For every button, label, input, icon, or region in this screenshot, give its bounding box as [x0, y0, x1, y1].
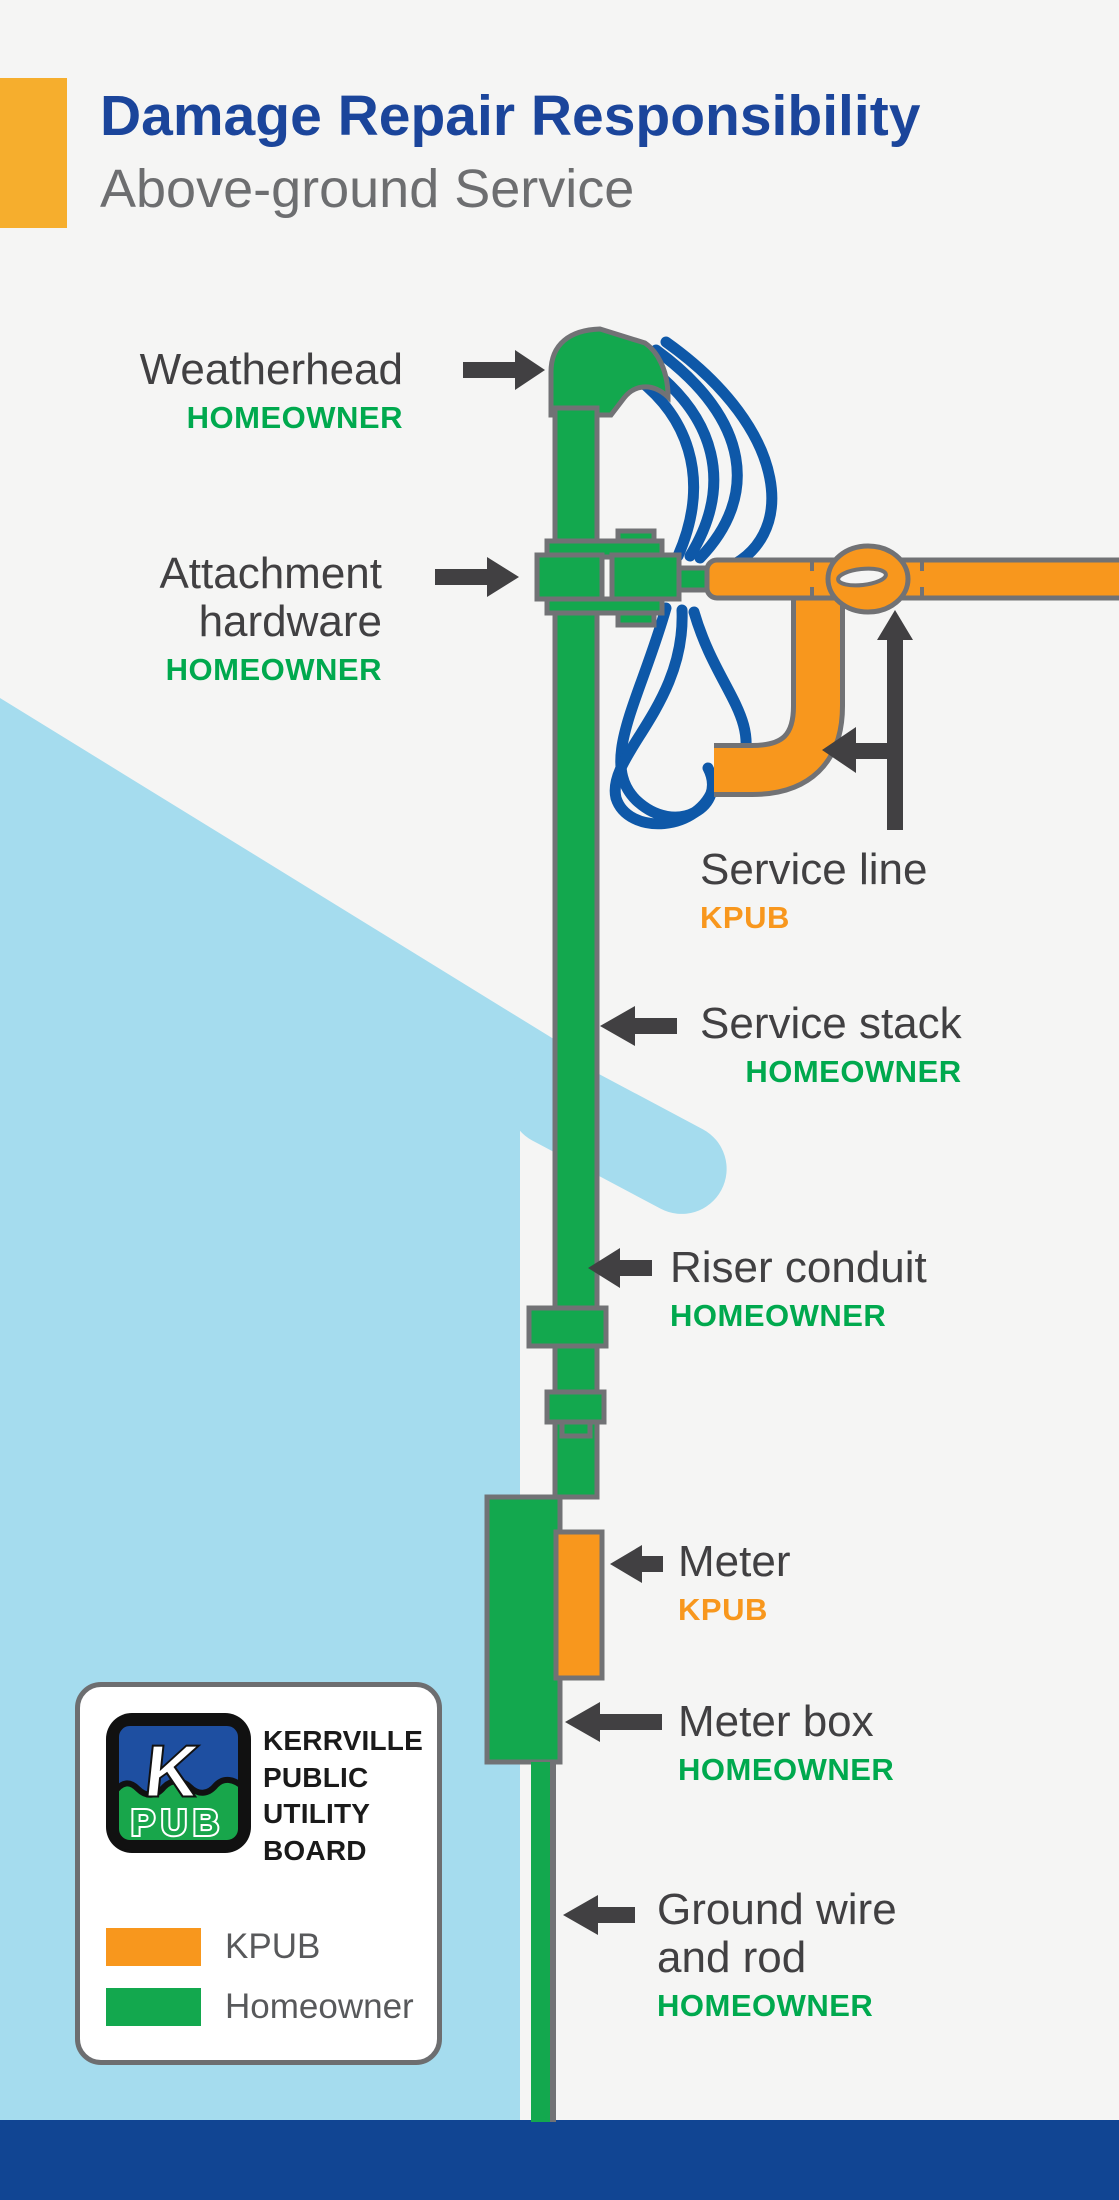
label-meter-box-owner: HOMEOWNER [678, 1751, 895, 1787]
service-line-shape [704, 543, 1119, 615]
label-service-stack: Service stack HOMEOWNER [700, 1000, 962, 1089]
weatherhead-shape [548, 326, 671, 418]
logo-org-line2: PUBLIC [263, 1761, 369, 1793]
riser-couplings [526, 1305, 609, 1439]
service-line-arrow-icon [822, 610, 913, 830]
label-weatherhead: Weatherhead HOMEOWNER [140, 346, 403, 435]
label-riser-conduit-text: Riser conduit [670, 1243, 927, 1292]
label-ground-wire-owner: HOMEOWNER [657, 1987, 874, 2023]
label-attachment-owner: HOMEOWNER [165, 651, 382, 687]
legend-label-kpub: KPUB [225, 1927, 321, 1966]
label-meter: Meter KPUB [678, 1538, 790, 1627]
label-attachment-line1: Attachment [159, 549, 382, 598]
label-attachment-line2: hardware [198, 596, 382, 646]
label-attachment-hardware: Attachment hardware HOMEOWNER [159, 550, 382, 687]
legend-swatch-kpub [106, 1928, 201, 1966]
weatherhead-arrow-icon [463, 350, 545, 390]
meter-box-shape [484, 1494, 563, 1765]
meter-arrow-icon [610, 1545, 663, 1583]
label-meter-box-text: Meter box [678, 1697, 874, 1746]
header-accent-square [0, 78, 67, 228]
label-ground-wire-line2: and rod [657, 1932, 807, 1982]
logo-letter-k: K [141, 1730, 203, 1813]
logo-org-line1: KERRVILLE [263, 1725, 423, 1756]
label-service-line-owner: KPUB [700, 899, 790, 935]
ground-wire-shape [531, 1762, 556, 2122]
service-line-drop-loop [714, 595, 845, 797]
label-weatherhead-owner: HOMEOWNER [186, 399, 403, 435]
label-ground-wire-line1: Ground wire [657, 1885, 897, 1934]
meter-shape [553, 1529, 605, 1681]
label-service-stack-owner: HOMEOWNER [745, 1053, 962, 1089]
logo-org-line3: UTILITY [263, 1798, 371, 1830]
kpub-logo-box: K PUB KERRVILLE PUBLIC UTILITY BOARD KPU… [75, 1682, 442, 2065]
label-meter-text: Meter [678, 1537, 791, 1586]
label-meter-owner: KPUB [678, 1591, 768, 1627]
page-subtitle: Above-ground Service [100, 159, 635, 219]
legend-item-kpub: KPUB [106, 1927, 320, 1967]
label-riser-conduit-owner: HOMEOWNER [670, 1297, 887, 1333]
logo-org-line4: BOARD [263, 1835, 367, 1867]
label-service-line-text: Service line [700, 845, 928, 894]
label-riser-conduit: Riser conduit HOMEOWNER [670, 1244, 927, 1333]
ground-bar [0, 2120, 1119, 2200]
label-weatherhead-text: Weatherhead [139, 345, 403, 394]
legend-label-homeowner: Homeowner [225, 1987, 414, 2026]
label-service-stack-text: Service stack [700, 999, 962, 1048]
label-ground-wire: Ground wire and rod HOMEOWNER [657, 1886, 897, 2023]
label-meter-box: Meter box HOMEOWNER [678, 1698, 894, 1787]
meter-box-arrow-icon [565, 1702, 662, 1742]
attachment-arrow-icon [435, 557, 519, 597]
riser-conduit-arrow-icon [588, 1248, 652, 1288]
legend-swatch-homeowner [106, 1988, 201, 2026]
ground-wire-arrow-icon [563, 1895, 635, 1935]
page-title: Damage Repair Responsibility [100, 84, 921, 148]
kpub-logo-icon: K PUB [106, 1713, 251, 1853]
legend-item-homeowner: Homeowner [106, 1987, 414, 2027]
logo-org-name: KERRVILLE PUBLIC UTILITY BOARD [263, 1723, 423, 1870]
callout-arrows [435, 350, 913, 1935]
label-service-line: Service line KPUB [700, 846, 927, 935]
service-stack-arrow-icon [600, 1006, 677, 1046]
logo-letters-pub: PUB [131, 1802, 225, 1843]
